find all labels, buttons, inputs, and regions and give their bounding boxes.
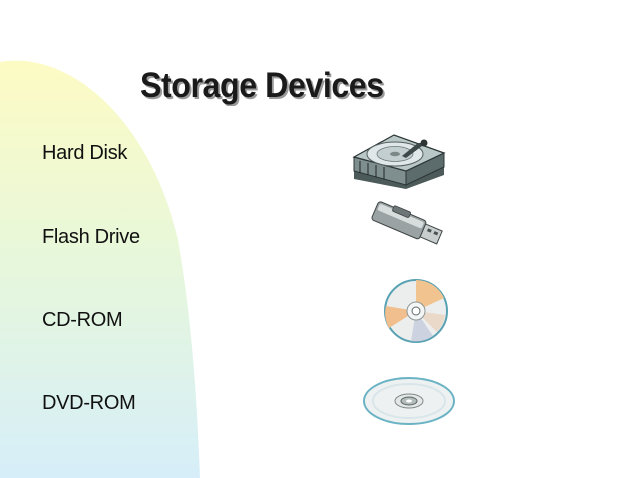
item-label-cd-rom: CD-ROM — [42, 309, 123, 331]
cd-rom-icon — [384, 279, 448, 343]
flash-drive-icon — [371, 201, 443, 245]
dvd-rom-icon — [363, 377, 455, 425]
item-label-flash-drive: Flash Drive — [42, 226, 140, 248]
hard-disk-icon — [352, 134, 446, 189]
item-label-hard-disk: Hard Disk — [42, 142, 128, 164]
item-label-dvd-rom: DVD-ROM — [42, 392, 136, 414]
slide-title: Storage Devices — [140, 66, 384, 105]
